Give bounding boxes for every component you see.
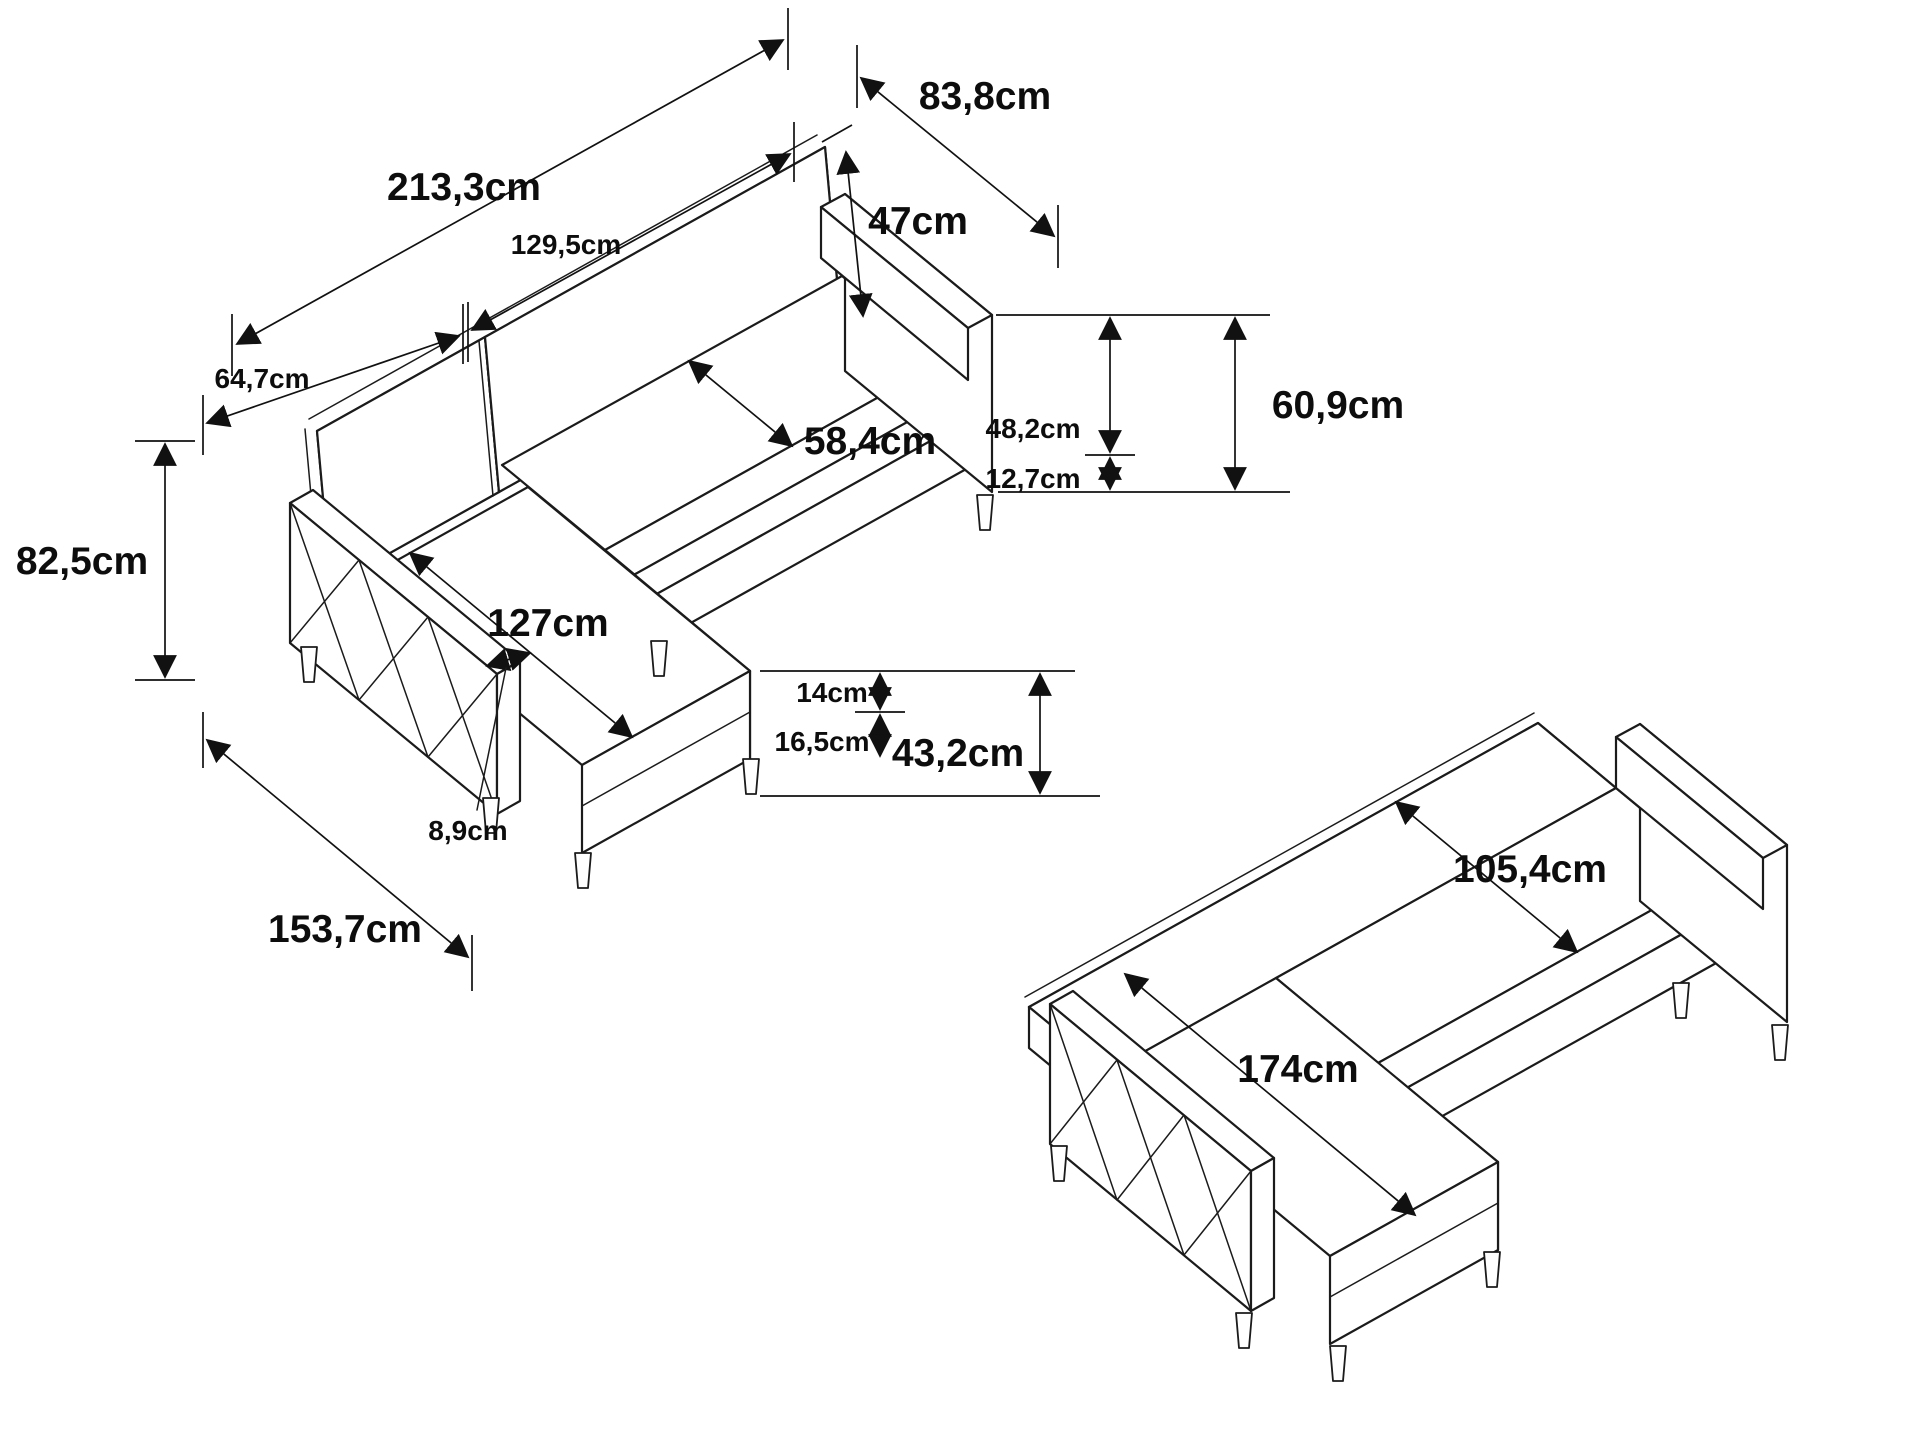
- sofa-view: 213,3cm 129,5cm 64,7cm 47cm 83,8cm: [16, 8, 1404, 991]
- dim-label-seat-height: 43,2cm: [892, 732, 1024, 775]
- dim-label-base-height: 16,5cm: [775, 726, 870, 757]
- dim-overall-depth: 83,8cm: [856, 45, 1059, 268]
- dim-label-overall-width: 213,3cm: [387, 166, 541, 209]
- dim-label-leg-height: 12,7cm: [986, 463, 1081, 494]
- bed-legs: [1050, 982, 1789, 1382]
- dim-label-seat-depth: 58,4cm: [804, 420, 936, 463]
- dim-chaise-total-depth: 153,7cm: [202, 712, 473, 991]
- dim-label-chaise-cushion-length: 127cm: [487, 602, 608, 645]
- bed-back-rail: [1024, 712, 1535, 998]
- dim-label-arm-height: 60,9cm: [1272, 384, 1404, 427]
- dim-label-cushion-thickness: 14cm: [796, 677, 868, 708]
- dim-arm-and-leg-heights: 48,2cm 12,7cm 60,9cm: [986, 314, 1404, 494]
- dim-label-chaise-total-depth: 153,7cm: [268, 908, 422, 951]
- dim-overall-height: 82,5cm: [16, 440, 195, 681]
- dim-label-overall-depth: 83,8cm: [919, 75, 1051, 118]
- dim-label-arm-to-leg-height: 48,2cm: [986, 413, 1081, 444]
- dim-label-backrest-height: 47cm: [868, 200, 968, 243]
- dim-bed-width: 105,4cm: [1394, 800, 1607, 954]
- dim-label-overall-height: 82,5cm: [16, 540, 148, 583]
- bed-view: 105,4cm 174cm: [1024, 712, 1789, 1382]
- dim-left-back-width: 64,7cm: [202, 304, 464, 455]
- dim-label-bed-width: 105,4cm: [1453, 848, 1607, 891]
- dim-chaise-tip-heights: 14cm 16,5cm 43,2cm: [760, 670, 1100, 797]
- dim-label-back-cushion-width: 129,5cm: [511, 229, 622, 260]
- dim-chaise-cushion-length: 127cm: [408, 551, 634, 739]
- sofa-legs: [300, 494, 994, 889]
- dim-label-arm-thickness: 8,9cm: [428, 815, 507, 846]
- bed-right-armrest: [1614, 722, 1789, 1024]
- dim-label-left-back-width: 64,7cm: [215, 363, 310, 394]
- dim-bed-chaise-length: 174cm: [1123, 972, 1417, 1217]
- dim-seat-depth: 58,4cm: [687, 359, 936, 463]
- dim-label-bed-chaise-length: 174cm: [1237, 1048, 1358, 1091]
- dim-back-cushion-width: 129,5cm: [467, 122, 795, 362]
